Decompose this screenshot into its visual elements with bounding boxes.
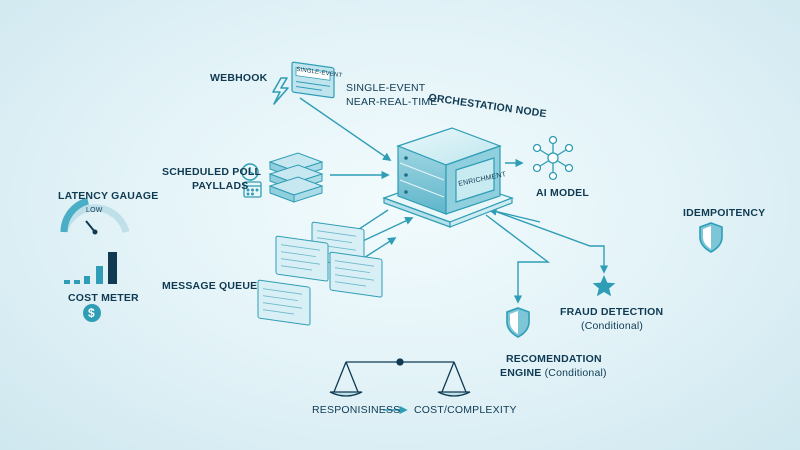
cost-meter-bars xyxy=(64,252,117,284)
near-real-time-label: NEAR-REAL-TIME xyxy=(346,96,438,108)
fraud-star-icon xyxy=(592,275,616,297)
idempotency-shield-icon xyxy=(699,222,723,253)
message-queue-cards xyxy=(257,221,383,326)
fraud-detection-label: FRAUD DETECTION xyxy=(560,306,664,318)
recommendation-condition-label: (Conditional) xyxy=(544,367,607,379)
recommendation-shield-icon xyxy=(506,307,530,338)
latency-level-label: LOW xyxy=(86,207,103,214)
webhook-arrow xyxy=(299,97,392,161)
payloads-label: PAYLLADS xyxy=(192,180,249,192)
lightning-icon xyxy=(272,77,289,105)
latency-gauge-title: LATENCY GAUAGE xyxy=(58,190,159,202)
balance-scale xyxy=(329,358,471,397)
clock-icon xyxy=(241,163,259,181)
recommendation-label: RECOMENDATION xyxy=(506,353,602,365)
webhook-label: WEBHOOK xyxy=(210,72,268,84)
single-event-card xyxy=(291,61,335,99)
latency-gauge xyxy=(60,197,130,235)
payload-stack-icon xyxy=(268,152,324,203)
dollar-icon xyxy=(83,304,101,322)
rec-line xyxy=(485,214,551,304)
enrichment-box xyxy=(455,157,495,203)
message-queue-label: MESSAGE QUEUE xyxy=(162,280,258,292)
responsiveness-label: RESPONISINESS xyxy=(312,404,401,416)
cost-complexity-label: COST/COMPLEXITY xyxy=(414,404,517,416)
back-arrow xyxy=(488,207,541,223)
fraud-line xyxy=(477,204,609,274)
idempotency-label: IDEMPOITENCY xyxy=(683,207,766,219)
single-event-label: SINGLE-EVENT xyxy=(346,82,426,94)
dollar-symbol: $ xyxy=(88,306,95,320)
calendar-icon xyxy=(243,181,262,198)
ai-model-label: AI MODEL xyxy=(536,187,589,199)
scheduled-poll-label: SCHEDULED POLL xyxy=(162,166,262,178)
ai-model-icon xyxy=(532,135,574,181)
orchestration-node xyxy=(382,127,514,228)
cost-meter-title: COST METER xyxy=(68,292,139,304)
fraud-condition-label: (Conditional) xyxy=(581,320,644,332)
recommendation-engine-word: ENGINE xyxy=(500,367,542,379)
recommendation-engine-label: ENGINE (Conditional) xyxy=(500,367,607,379)
